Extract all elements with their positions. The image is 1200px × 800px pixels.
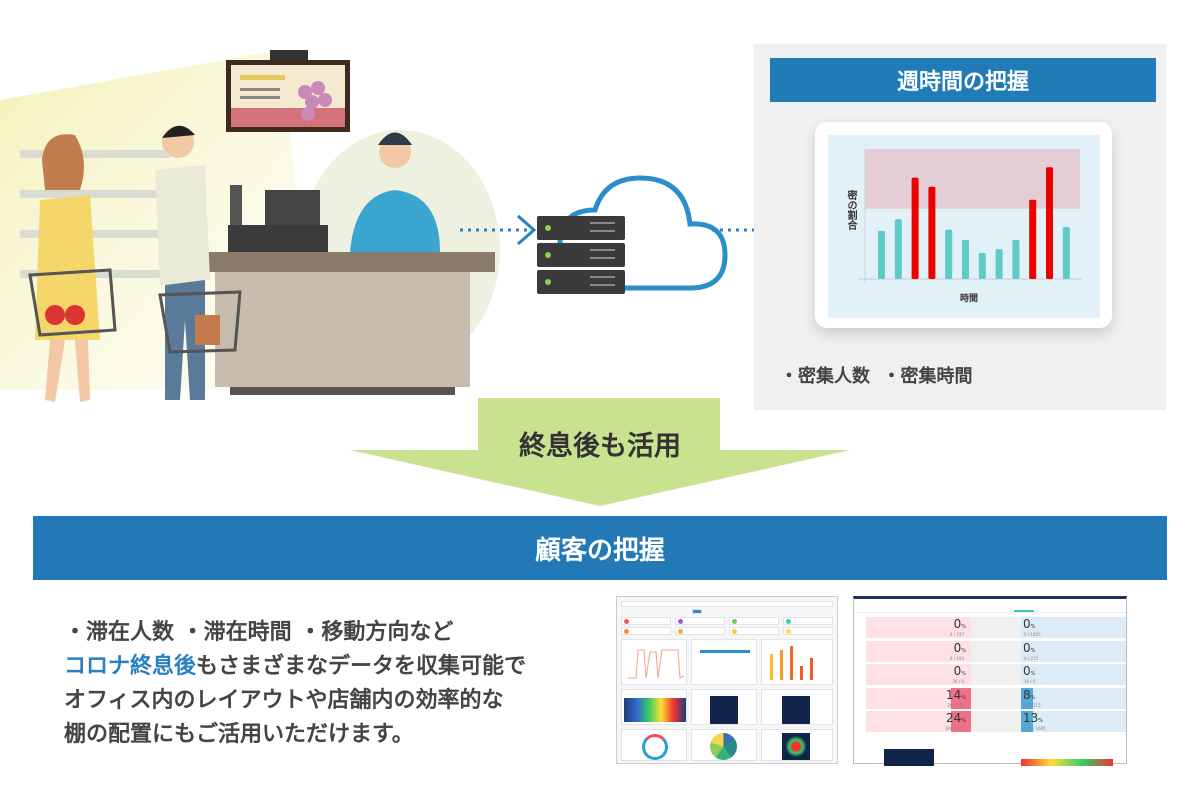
desc-line-2: コロナ終息後もさまざまなデータを収集可能で xyxy=(64,650,526,684)
occupancy-row: 14% 26 / 104 8% 18 / 215 xyxy=(866,687,1126,709)
left-count: 26 / 104 xyxy=(947,702,964,708)
right-count: 18 / 215 xyxy=(1024,702,1041,708)
desc-line-1: ・滞在人数 ・滞在時間 ・移動方向など xyxy=(64,620,454,645)
transition-label: 終息後も活用 xyxy=(519,431,681,462)
left-percent: 0% xyxy=(953,617,966,631)
right-percent: 0% xyxy=(1023,640,1036,655)
occupancy-row: 0% 0 / 747 0% 0 / 1605 xyxy=(866,617,1126,638)
bar-9 xyxy=(1029,199,1037,279)
x-axis-label: 時間 xyxy=(960,292,978,304)
bar-2 xyxy=(911,177,919,279)
description: ・滞在人数 ・滞在時間 ・移動方向など コロナ終息後もさまざまなデータを収集可能… xyxy=(64,616,526,752)
dashboard-screenshot xyxy=(616,596,838,764)
bar-4 xyxy=(945,229,953,279)
bar-6 xyxy=(978,253,986,279)
right-percent: 0% xyxy=(1023,664,1036,678)
weekly-title: 週時間の把握 xyxy=(770,58,1156,102)
left-percent: 0% xyxy=(953,640,966,655)
server-icon xyxy=(537,216,625,294)
dotted-arrow-left-icon xyxy=(460,214,537,246)
bar-11 xyxy=(1062,227,1070,279)
down-arrow-icon xyxy=(350,398,850,506)
occupancy-row: 0% 26 / 0 0% 19 / 0 xyxy=(866,664,1126,685)
left-percent: 0% xyxy=(953,664,966,678)
desc-line-3: オフィス内のレイアウトや店舗内の効率的な xyxy=(64,688,504,713)
data-flow-diagram xyxy=(460,175,793,294)
digital-signage xyxy=(226,50,350,132)
camera-icon xyxy=(270,50,308,60)
metric-crowd-time: ・密集時間 xyxy=(882,366,973,387)
left-percent: 24% xyxy=(945,711,966,725)
store-checkout-illustration xyxy=(0,50,500,402)
right-count: 0 / 1605 xyxy=(1024,632,1041,637)
bar-5 xyxy=(962,240,969,279)
right-count: 203 / 1605 xyxy=(1024,726,1046,731)
left-count: 0 / 747 xyxy=(949,632,964,637)
bar-10 xyxy=(1046,167,1053,279)
banner-title: 顧客の把握 xyxy=(534,535,665,566)
right-count: 0 / 215 xyxy=(1024,655,1039,661)
density-bar-chart: 時間 xyxy=(828,135,1100,318)
occupancy-row: 24% 184 / 747 13% 203 / 1605 xyxy=(866,711,1126,732)
metrics-list: ・密集人数 ・密集時間 xyxy=(780,362,973,388)
left-count: 26 / 0 xyxy=(952,679,964,684)
metric-crowd-count: ・密集人数 xyxy=(780,366,870,387)
desc-line-2-text: もさまざまなデータを収集可能で xyxy=(196,654,527,679)
danger-band xyxy=(865,149,1080,209)
right-count: 19 / 0 xyxy=(1024,679,1036,684)
right-percent: 0% xyxy=(1023,617,1036,631)
bar-8 xyxy=(1012,240,1020,279)
bar-0 xyxy=(878,230,885,279)
customer-banner: 顧客の把握 xyxy=(33,516,1167,580)
left-count: 0 / 104 xyxy=(949,655,964,661)
desc-highlight: コロナ終息後 xyxy=(64,654,197,679)
occupancy-screenshot: 0% 0 / 747 0% 0 / 1605 0% 0 / 104 0% 0 /… xyxy=(853,596,1127,766)
left-percent: 14% xyxy=(945,687,966,702)
right-percent: 8% xyxy=(1023,687,1036,702)
right-percent: 13% xyxy=(1023,711,1044,725)
desc-line-4: 棚の配置にもご活用いただけます。 xyxy=(64,722,414,747)
bar-7 xyxy=(995,249,1003,279)
bar-1 xyxy=(894,219,902,279)
y-axis-label: 密の割合 xyxy=(845,190,856,230)
occupancy-row: 0% 0 / 104 0% 0 / 215 xyxy=(866,640,1126,662)
left-count: 184 / 747 xyxy=(944,726,964,731)
bar-3 xyxy=(928,186,936,279)
